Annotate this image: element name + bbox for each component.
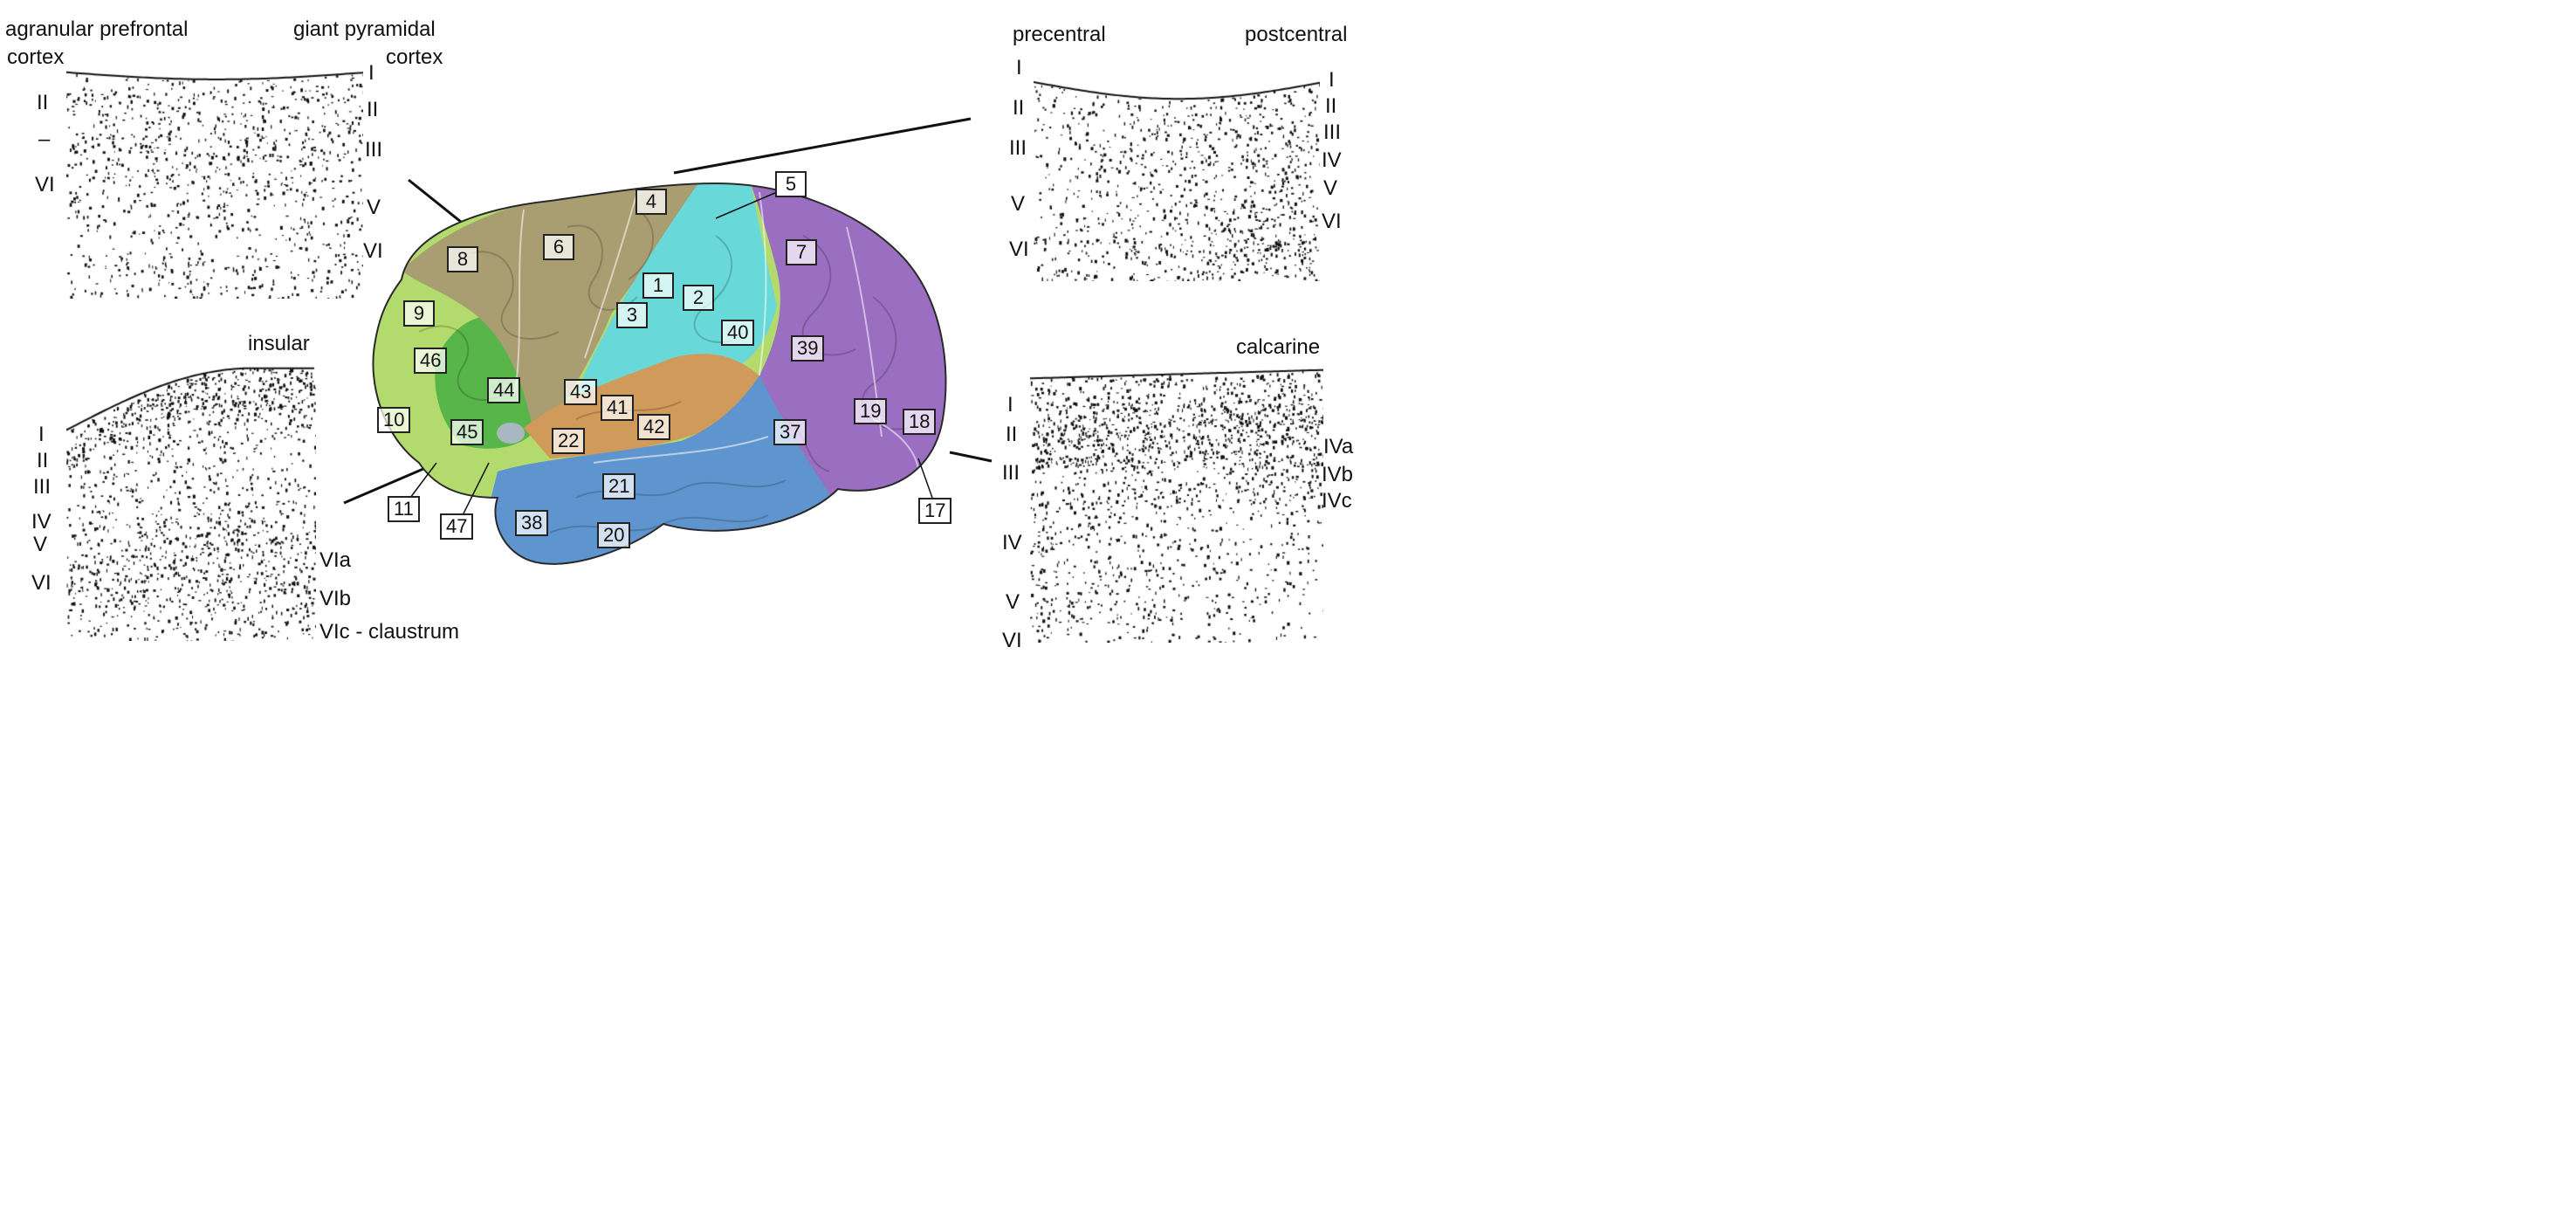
brodmann-area-label: 46 — [414, 348, 448, 374]
brodmann-area-label: 7 — [786, 239, 817, 265]
giant-pyramidal-title-line2: cortex — [386, 45, 443, 69]
calcarine-layer-label: III — [1002, 461, 1020, 485]
brodmann-area-label: 11 — [388, 496, 420, 522]
giant-pyramidal-layer-label: V — [367, 196, 381, 219]
postcentral-title: postcentral — [1245, 23, 1348, 46]
brain-outline — [372, 182, 947, 565]
brodmann-area-label: 41 — [601, 395, 635, 421]
calcarine-layer-label: IVc — [1322, 489, 1352, 513]
brodmann-area-label: 19 — [854, 398, 888, 424]
prefrontal-title-line2: cortex — [7, 45, 65, 69]
postcentral-layer-label: VI — [1322, 210, 1342, 233]
prefrontal-layer-label: – — [38, 127, 51, 151]
prefrontal-layer-label: II — [37, 91, 49, 114]
connector-line-calcarine — [949, 451, 993, 463]
brain-lateral-view: 4 5 6 7 8 1 2 3 9 40 46 39 44 43 41 42 1… — [349, 157, 978, 576]
brodmann-area-label: 8 — [447, 246, 478, 272]
giant-pyramidal-title: giant pyramidal — [293, 17, 436, 41]
brodmann-area-label: 37 — [773, 419, 807, 445]
insula-region — [497, 423, 525, 444]
brodmann-area-label: 38 — [515, 510, 549, 536]
insular-layer-label: I — [38, 423, 45, 446]
insular-histology-panel — [66, 360, 316, 641]
brodmann-area-label: 20 — [597, 522, 631, 548]
calcarine-layer-label: I — [1007, 393, 1013, 417]
brodmann-area-label: 40 — [721, 320, 755, 346]
insular-layer-label: VIa — [319, 548, 352, 572]
insular-layer-label: VI — [31, 571, 52, 595]
insular-layer-label: VIb — [319, 587, 352, 610]
prefrontal-cell-stain — [66, 63, 363, 299]
precentral-layer-label: II — [1013, 96, 1025, 120]
motor-sensory-histology-panel — [1034, 72, 1320, 281]
precentral-layer-label: III — [1009, 136, 1027, 160]
giant-pyramidal-layer-label: VI — [363, 239, 383, 263]
brodmann-area-label: 21 — [602, 473, 636, 499]
brodmann-area-label: 3 — [616, 302, 648, 328]
brodmann-area-label: 18 — [903, 409, 937, 435]
brodmann-area-label: 6 — [543, 234, 574, 260]
insular-cell-stain — [66, 360, 316, 641]
postcentral-layer-label: V — [1323, 176, 1338, 200]
brodmann-area-label: 17 — [918, 498, 952, 524]
calcarine-layer-label: IV — [1002, 531, 1022, 554]
region-borders — [514, 191, 920, 490]
calcarine-layer-label: V — [1006, 590, 1020, 614]
brodmann-area-label: 44 — [487, 377, 521, 403]
prefrontal-histology-panel — [66, 63, 363, 299]
brodmann-area-label: 1 — [642, 272, 674, 299]
calcarine-layer-label: VI — [1002, 629, 1022, 652]
postcentral-layer-label: II — [1325, 94, 1337, 118]
brodmann-area-label: 43 — [564, 379, 598, 405]
insular-layer-label: V — [33, 533, 48, 556]
calcarine-histology-panel — [1030, 362, 1323, 643]
calcarine-layer-label: II — [1006, 423, 1018, 446]
giant-pyramidal-layer-label: III — [365, 138, 383, 162]
insular-layer-label: VIc - claustrum — [319, 620, 460, 644]
postcentral-layer-label: IV — [1322, 148, 1342, 172]
precentral-layer-label: VI — [1009, 238, 1029, 261]
brodmann-area-label: 47 — [440, 513, 474, 540]
calcarine-title: calcarine — [1236, 335, 1321, 359]
brodmann-area-label: 10 — [377, 407, 411, 433]
brodmann-area-label: 5 — [775, 171, 807, 197]
prefrontal-layer-label: VI — [35, 173, 55, 196]
insular-layer-label: IV — [31, 510, 52, 534]
insular-title: insular — [248, 332, 310, 355]
giant-pyramidal-layer-label: I — [368, 61, 374, 85]
prefrontal-title: agranular prefrontal — [5, 17, 189, 41]
postcentral-layer-label: III — [1323, 121, 1342, 144]
postcentral-layer-label: I — [1329, 68, 1335, 92]
precentral-layer-label: I — [1016, 56, 1022, 79]
area-leader-lines — [409, 191, 933, 516]
precentral-title: precentral — [1013, 23, 1106, 46]
calcarine-cell-stain — [1030, 362, 1323, 643]
calcarine-layer-label: IVa — [1323, 435, 1354, 458]
motor-sensory-cell-stain — [1034, 72, 1320, 281]
brodmann-area-label: 39 — [791, 335, 825, 362]
calcarine-layer-label: IVb — [1322, 463, 1354, 486]
giant-pyramidal-layer-label: II — [367, 98, 379, 121]
insular-layer-label: III — [33, 475, 52, 499]
brodmann-area-label: 45 — [450, 419, 484, 445]
brodmann-area-label: 42 — [637, 414, 671, 440]
brodmann-area-label: 4 — [635, 189, 667, 215]
brodmann-area-label: 2 — [683, 285, 714, 311]
brodmann-area-label: 22 — [552, 428, 586, 454]
precentral-layer-label: V — [1011, 192, 1026, 216]
temporal-region — [471, 375, 838, 564]
connector-line-central — [673, 117, 972, 175]
insular-layer-label: II — [37, 449, 49, 472]
brodmann-area-label: 9 — [403, 300, 435, 327]
